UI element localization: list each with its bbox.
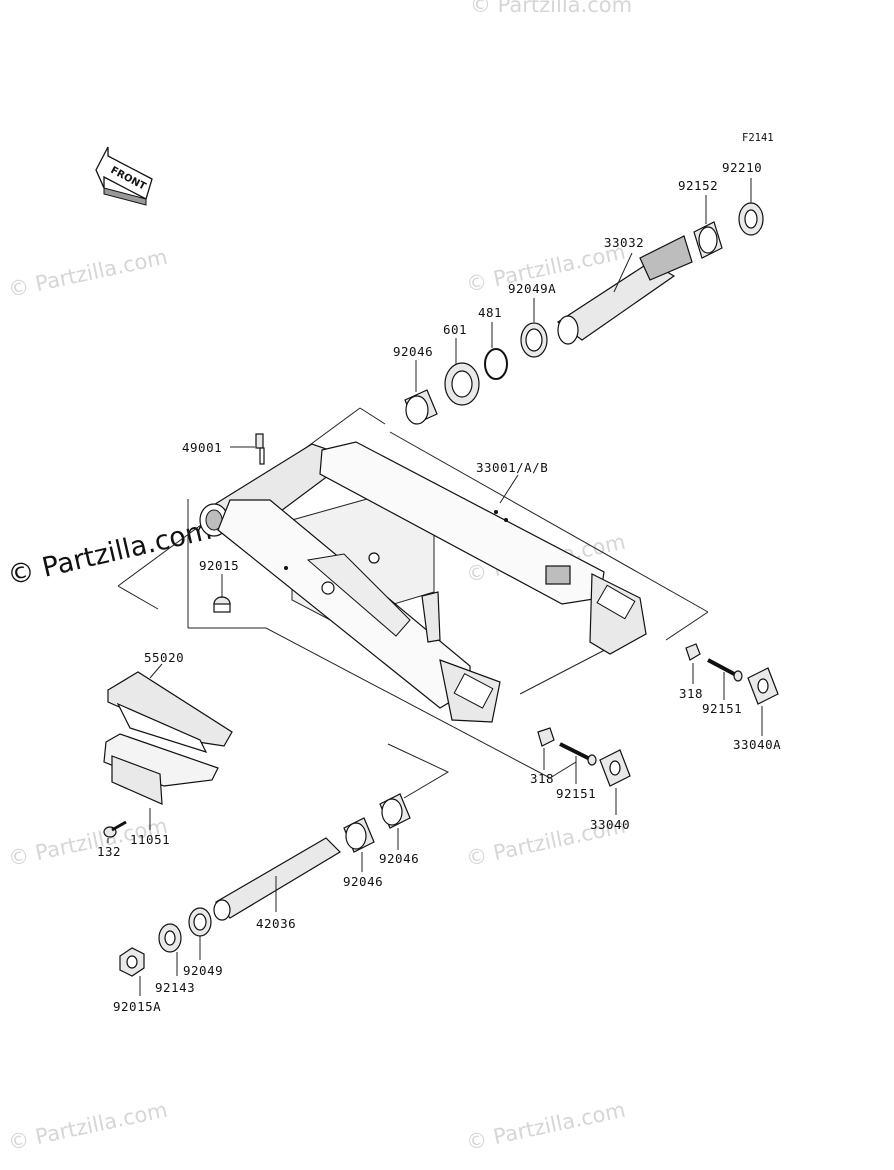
label-11051: 11051 <box>130 832 170 847</box>
front-arrow-icon: FRONT <box>95 146 153 206</box>
label-92015A: 92015A <box>113 999 161 1014</box>
label-92152: 92152 <box>678 178 718 193</box>
part-55020-chain-guide <box>107 671 233 753</box>
label-92046-bot-right: 92046 <box>379 851 419 866</box>
part-92151-bolt-mid <box>559 742 597 766</box>
label-33040: 33040 <box>590 817 630 832</box>
part-92015-bolt <box>213 596 231 613</box>
part-42036-sleeve <box>213 837 341 921</box>
label-318-mid: 318 <box>530 771 554 786</box>
watermark: © Partzilla.com <box>464 1098 628 1155</box>
label-33040A: 33040A <box>733 737 781 752</box>
label-92210: 92210 <box>722 160 762 175</box>
label-92046-bot-left: 92046 <box>343 874 383 889</box>
label-318-right: 318 <box>679 686 703 701</box>
label-92151-right: 92151 <box>702 701 742 716</box>
part-92151-bolt-right <box>707 658 743 682</box>
part-11051-bracket <box>103 733 219 805</box>
part-92046-needle-bearing <box>404 389 438 425</box>
part-92049-seal <box>188 907 212 937</box>
figure-code: F2141 <box>742 132 774 144</box>
part-318-nut-mid <box>537 727 555 747</box>
part-33032-pivot-shaft <box>556 235 693 345</box>
label-92049: 92049 <box>183 963 223 978</box>
part-318-nut-right <box>685 643 701 661</box>
part-33040-plate <box>599 749 631 787</box>
part-92210-nut <box>738 202 764 236</box>
part-92152-collar <box>693 221 723 259</box>
part-132-bolt <box>103 820 127 838</box>
part-601-bearing <box>444 362 480 406</box>
label-601: 601 <box>443 322 467 337</box>
part-92046-needle-bearing-right <box>379 793 411 829</box>
label-92143: 92143 <box>155 980 195 995</box>
part-49001-grease-nipple <box>255 433 265 465</box>
part-33001-swingarm <box>117 407 709 779</box>
label-481: 481 <box>478 305 502 320</box>
watermark: © Partzilla.com <box>6 1098 170 1155</box>
label-132: 132 <box>97 844 121 859</box>
label-42036: 42036 <box>256 916 296 931</box>
part-92046-needle-bearing-left <box>343 817 375 853</box>
label-92049A: 92049A <box>508 281 556 296</box>
watermark-main: © Partzilla.com <box>5 515 215 592</box>
label-55020: 55020 <box>144 650 184 665</box>
watermark: © Partzilla.com <box>470 0 632 17</box>
part-481-circlip <box>484 348 508 380</box>
part-33040A-plate <box>747 667 779 705</box>
label-49001: 49001 <box>182 440 222 455</box>
label-33001: 33001/A/B <box>476 460 548 475</box>
part-92015A-nut <box>119 947 145 977</box>
label-92151-mid: 92151 <box>556 786 596 801</box>
label-92015: 92015 <box>199 558 239 573</box>
label-33032: 33032 <box>604 235 644 250</box>
watermark: © Partzilla.com <box>6 245 170 302</box>
part-92143-collar <box>158 923 182 953</box>
part-92049A-seal <box>520 322 548 358</box>
label-92046-top: 92046 <box>393 344 433 359</box>
